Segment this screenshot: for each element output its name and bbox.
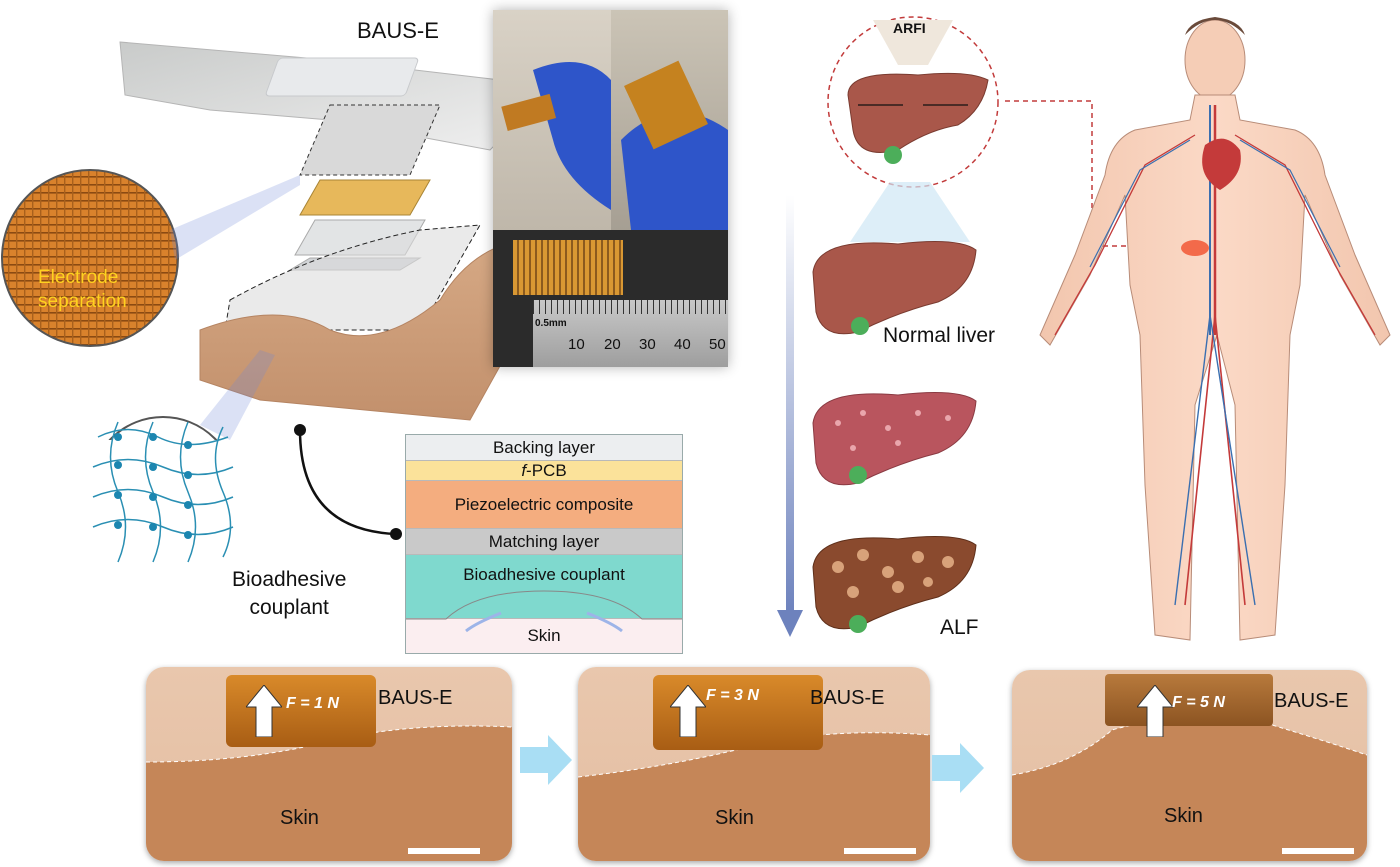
arfi-label: ARFI [893, 20, 926, 36]
layer-matching: Matching layer [406, 529, 682, 555]
ruler-tick-20: 20 [604, 336, 621, 353]
polymer-network-icon [92, 421, 234, 563]
device-strip-1 [226, 675, 376, 747]
force-arrow-1 [246, 685, 282, 737]
human-body-figure [1039, 17, 1391, 641]
layer-piezo: Piezoelectric composite [406, 481, 682, 529]
layer-bioadhesive-label: Bioadhesive couplant [463, 565, 625, 584]
panel3-skin-label: Skin [1164, 805, 1203, 827]
alf-liver-icon [812, 536, 977, 633]
network-zoom-circle [108, 416, 218, 440]
force-label-1: F = 1 N [286, 695, 339, 712]
force-panel-3: F = 5 N BAUS-E Skin [1012, 670, 1367, 861]
normal-liver-label: Normal liver [883, 324, 996, 347]
ruler-tick-10: 10 [568, 336, 585, 353]
layer-backing-label: Backing layer [492, 437, 596, 457]
arrow-right-1 [520, 735, 572, 785]
ruler-tick-30: 30 [639, 336, 656, 353]
panel2-skin-label: Skin [715, 807, 754, 829]
force-arrow-3 [1137, 685, 1173, 737]
force-label-3: F = 5 N [1172, 694, 1225, 711]
skin-bump [406, 590, 682, 633]
arfi-circle [827, 16, 999, 188]
arrow-right-2 [932, 743, 984, 793]
scale-bar-1 [408, 848, 480, 854]
device-exploded-view [1, 41, 521, 440]
panel1-skin-label: Skin [280, 807, 319, 829]
progression-arrow [777, 195, 803, 637]
force-arrow-2 [670, 685, 706, 737]
bioadhesive-label-line2: couplant [249, 596, 329, 619]
photo-device-bent [611, 10, 728, 230]
array-layer [299, 104, 441, 176]
layer-skin: Skin [406, 619, 682, 653]
layer-backing: Backing layer [406, 435, 682, 461]
backing-bar [265, 57, 419, 97]
force-panel-1: F = 1 N BAUS-E Skin [146, 667, 512, 861]
force-panel-2: F = 3 N BAUS-E Skin [578, 667, 930, 861]
beam-cone [850, 182, 970, 242]
photo-ruler: 0.5mm 10 20 30 40 50 [493, 230, 728, 367]
ruler-tick-40: 40 [674, 336, 691, 353]
layer-fpcb: f-PCB [406, 461, 682, 481]
panel2-baus-label: BAUS-E [810, 687, 885, 709]
device-strip-3 [1105, 674, 1273, 726]
connector-line [294, 424, 402, 540]
electrode-separation-label: Electrode separation [38, 267, 127, 312]
electrode-zoom-circle [1, 169, 179, 347]
ruler: 0.5mm 10 20 30 40 50 [533, 300, 728, 367]
bioadhesive-label-line1: Bioadhesive [232, 568, 347, 591]
layer-piezo-label: Piezoelectric composite [454, 494, 634, 514]
layer-stack-diagram: Backing layer f-PCB Piezoelectric compos… [405, 434, 683, 654]
photo-hand-holding [493, 10, 611, 230]
pcb-layer [299, 179, 431, 216]
force-label-2: F = 3 N [706, 687, 759, 704]
alf-label: ALF [940, 616, 979, 639]
layer-skin-label: Skin [527, 626, 561, 645]
scale-bar-3 [1282, 848, 1354, 854]
panel3-baus-label: BAUS-E [1274, 690, 1349, 712]
layer-matching-label: Matching layer [488, 531, 600, 551]
ruler-unit: 0.5mm [535, 318, 567, 329]
panel1-baus-label: BAUS-E [378, 687, 453, 709]
device-on-ruler [513, 240, 623, 295]
device-photo-panel: 0.5mm 10 20 30 40 50 [493, 10, 728, 367]
layer-fpcb-label: -PCB [526, 460, 567, 480]
layer-fpcb-italic: f [521, 460, 527, 480]
bioadhesive-couplant-label: Bioadhesive couplant [232, 566, 346, 622]
baus-e-title: BAUS-E [357, 18, 439, 43]
scale-bar-2 [844, 848, 916, 854]
ruler-tick-50: 50 [709, 336, 726, 353]
normal-liver-icon [812, 241, 977, 335]
fibrotic-liver-icon [812, 392, 977, 486]
layer-bioadhesive: Bioadhesive couplant [406, 555, 682, 619]
